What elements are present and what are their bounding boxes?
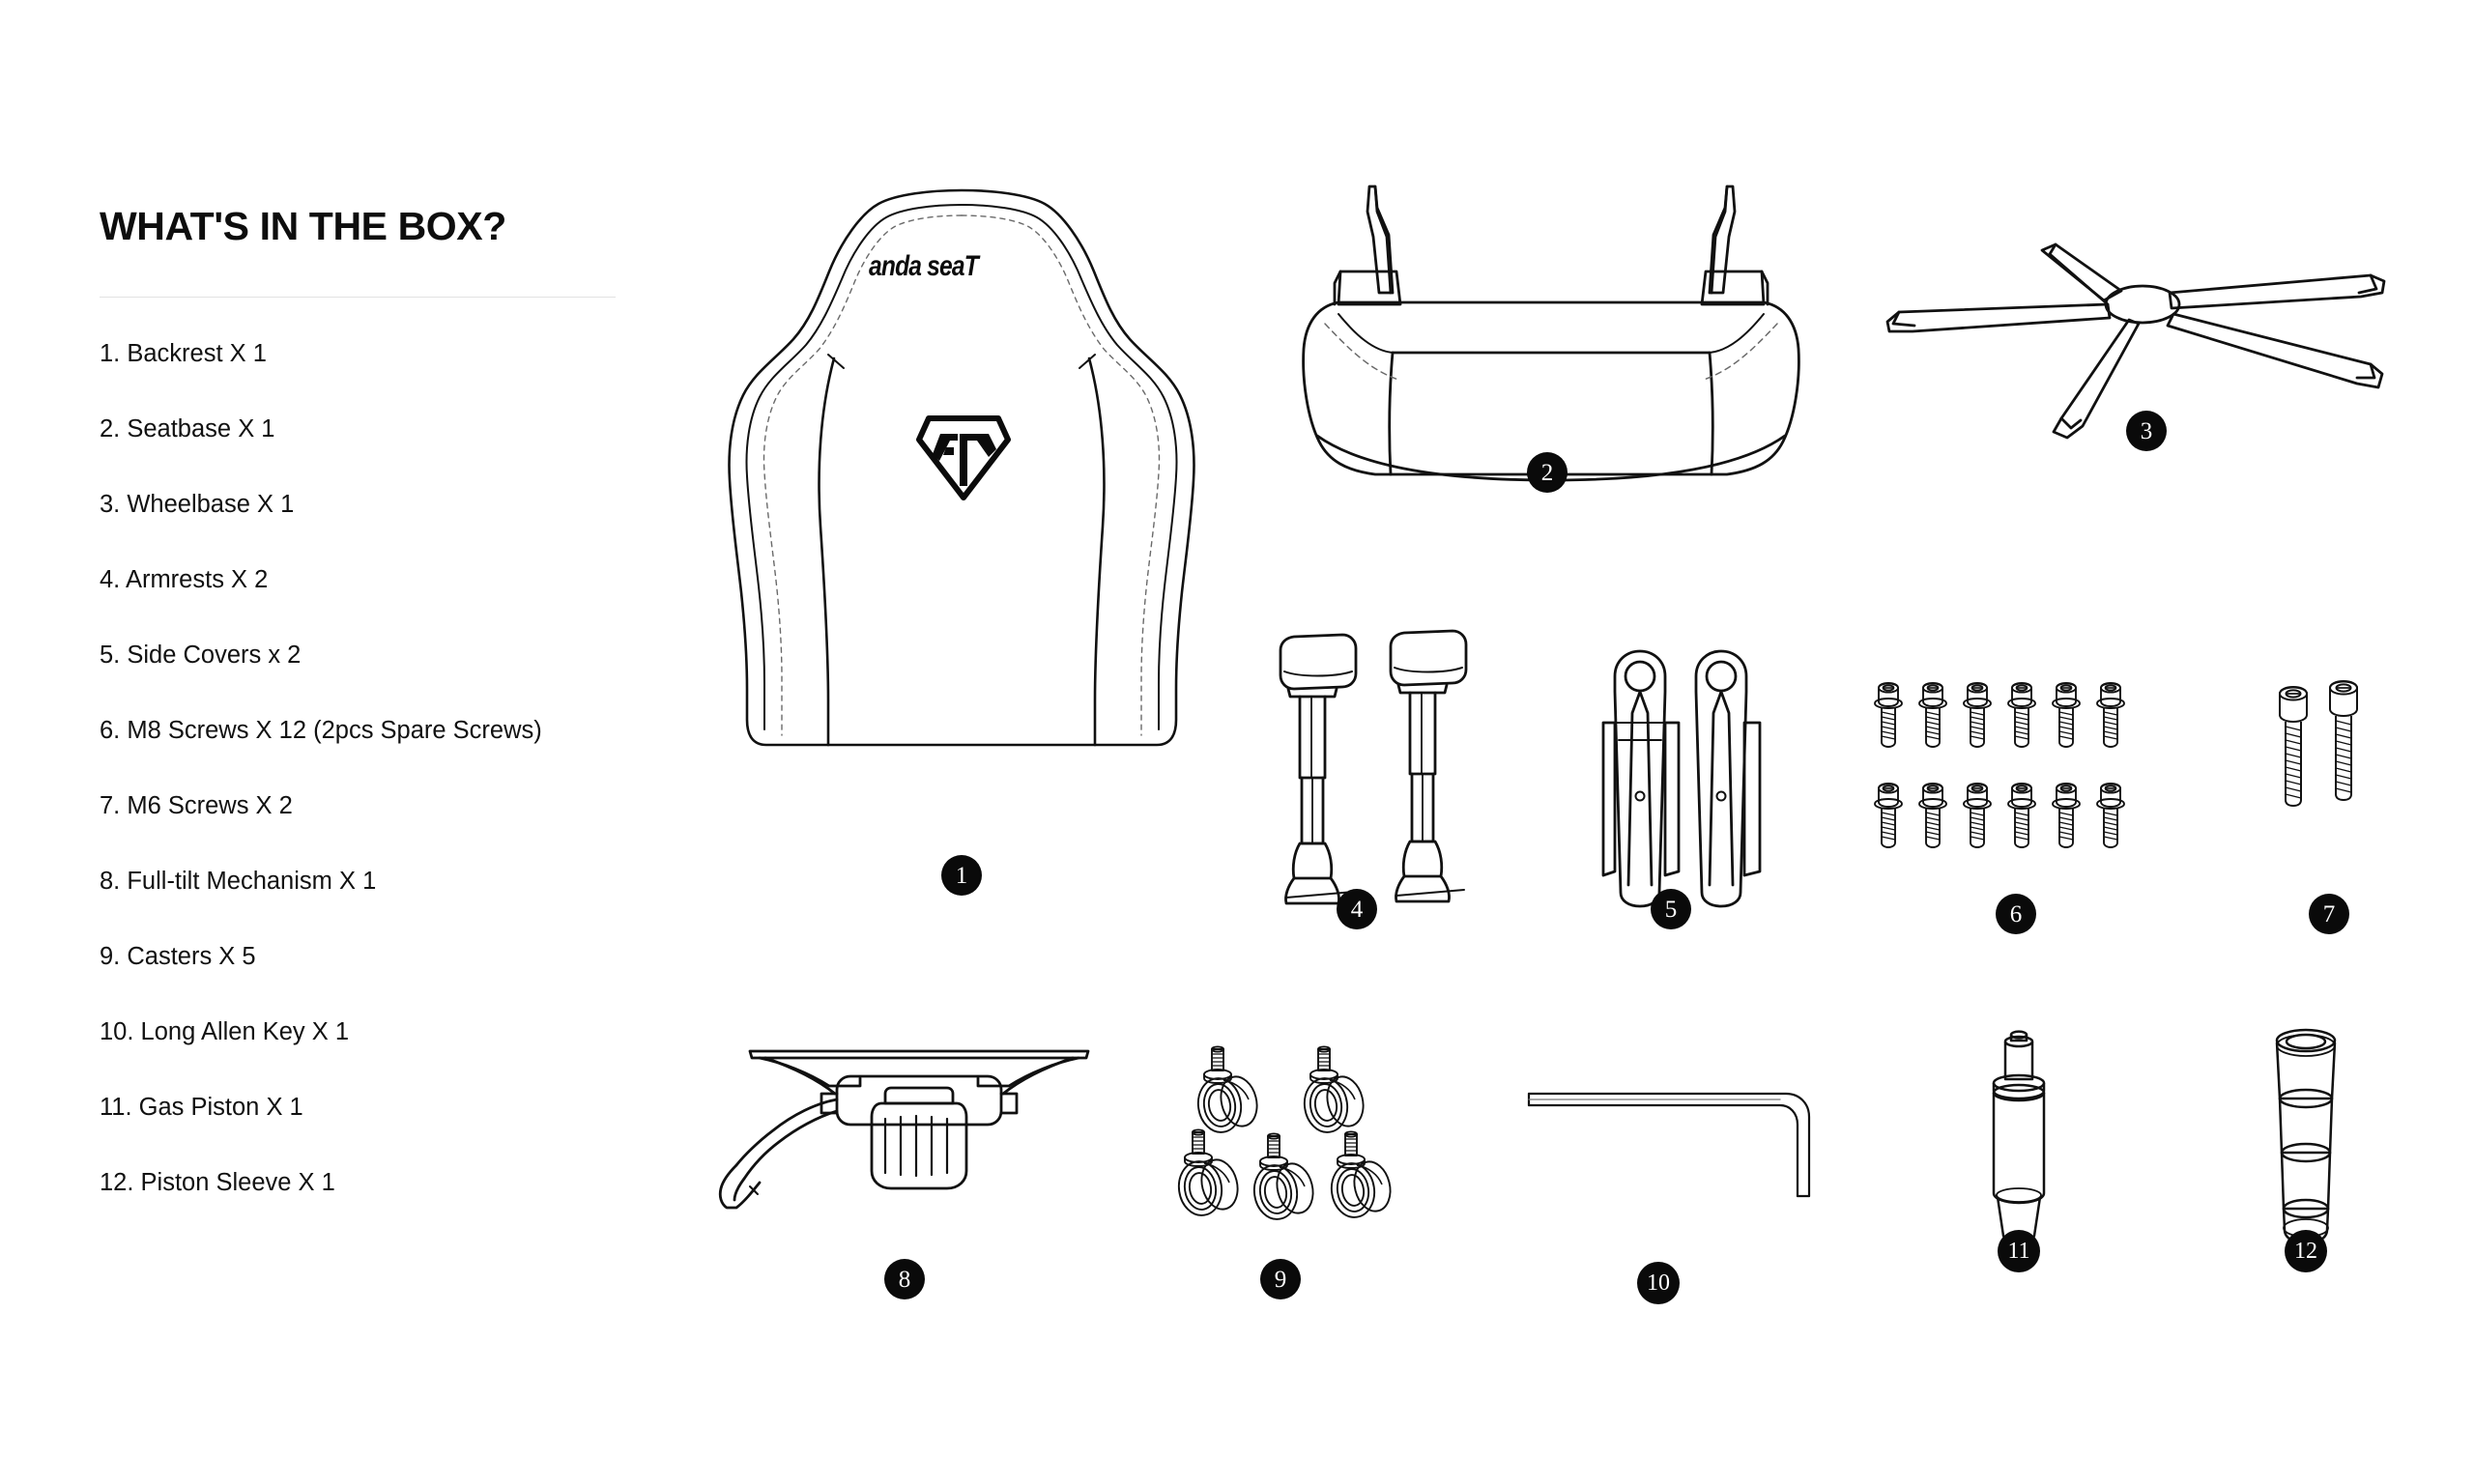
figure-seatbase: 2 [1300, 179, 1802, 507]
figure-backrest: anda seaT 1 [720, 179, 1203, 896]
list-item: 1. Backrest X 1 [100, 340, 267, 367]
parts-list: 1. Backrest X 1 2. Seatbase X 1 3. Wheel… [100, 340, 699, 1246]
list-item: 5. Side Covers x 2 [100, 642, 302, 669]
gas-piston-icon [1992, 1030, 2046, 1247]
figure-allen-key: 10 [1527, 1082, 1846, 1304]
m8-screw-set-icon [1874, 682, 2125, 848]
figure-badge: 5 [1651, 889, 1691, 929]
allen-key-icon [1527, 1092, 1811, 1198]
figure-badge: 8 [884, 1259, 925, 1299]
list-item: 6. M8 Screws X 12 (2pcs Spare Screws) [100, 717, 542, 744]
figure-badge: 11 [1998, 1230, 2040, 1272]
figure-side-covers: 5 [1590, 649, 1773, 929]
armrest-pair-icon [1279, 629, 1468, 905]
list-item: 12. Piston Sleeve X 1 [100, 1169, 335, 1196]
list-item: 11. Gas Piston X 1 [100, 1094, 303, 1121]
full-tilt-mechanism-icon [718, 1049, 1090, 1210]
figure-badge: 12 [2285, 1230, 2327, 1272]
list-item: 4. Armrests X 2 [100, 566, 269, 593]
figure-badge: 10 [1637, 1262, 1680, 1304]
five-star-wheelbase-icon [1885, 243, 2386, 440]
figure-m6-screws: 7 [2266, 676, 2382, 934]
list-item: 2. Seatbase X 1 [100, 415, 275, 442]
figure-piston-sleeve: 12 [2252, 1028, 2377, 1272]
figure-tilt-mechanism: 8 [715, 1043, 1121, 1299]
parts-panel: WHAT'S IN THE BOX? 1. Backrest X 1 2. Se… [100, 207, 699, 1246]
brand-wordmark: anda seaT [869, 250, 979, 282]
list-item: 10. Long Allen Key X 1 [100, 1018, 350, 1045]
caster-set-icon [1174, 1045, 1396, 1223]
m6-screw-pair-icon [2279, 680, 2358, 807]
chair-backrest-icon [728, 188, 1195, 747]
chair-seatbase-icon [1302, 185, 1800, 482]
figure-wheelbase: 3 [1880, 237, 2431, 459]
page-title: WHAT'S IN THE BOX? [100, 204, 506, 248]
side-cover-pair-icon [1601, 649, 1762, 908]
list-item: 8. Full-tilt Mechanism X 1 [100, 868, 377, 895]
figure-casters: 9 [1174, 1045, 1442, 1299]
ad-diamond-logo [916, 415, 1011, 500]
list-item: 9. Casters X 5 [100, 943, 256, 970]
list-item: 3. Wheelbase X 1 [100, 491, 295, 518]
figure-gas-piston: 11 [1976, 1029, 2092, 1272]
list-item: 7. M6 Screws X 2 [100, 792, 293, 819]
figure-badge: 3 [2126, 411, 2167, 451]
piston-sleeve-icon [2275, 1028, 2337, 1245]
figure-badge: 1 [941, 855, 982, 896]
figure-badge: 2 [1527, 452, 1568, 493]
figure-badge: 4 [1337, 889, 1377, 929]
figure-badge: 9 [1260, 1259, 1301, 1299]
figure-badge: 6 [1996, 894, 2036, 934]
figure-armrests: 4 [1271, 629, 1483, 929]
title-divider [100, 297, 616, 298]
figure-badge: 7 [2309, 894, 2349, 934]
figure-m8-screws: 6 [1874, 676, 2145, 934]
